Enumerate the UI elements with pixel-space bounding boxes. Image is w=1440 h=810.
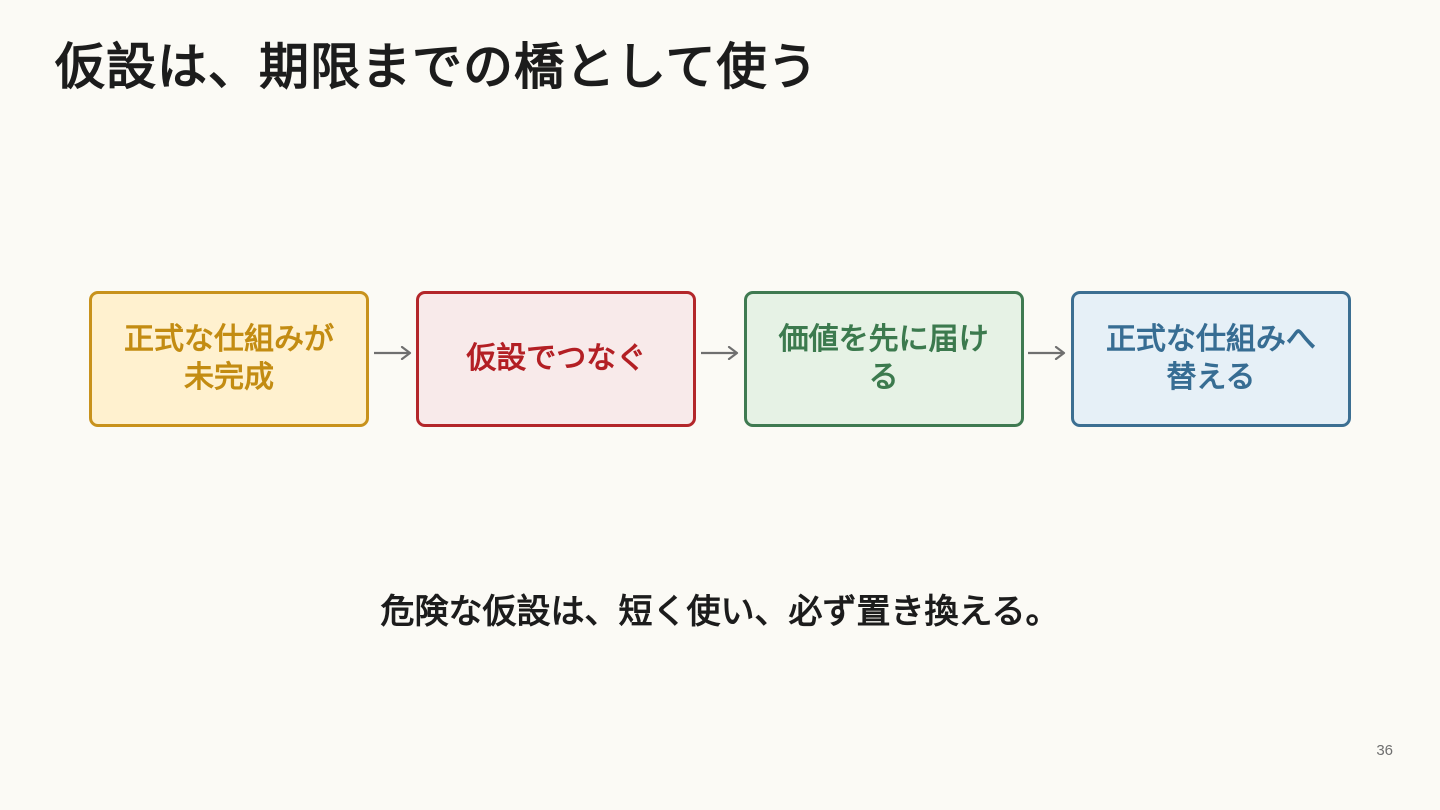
right-arrow-icon xyxy=(369,285,416,421)
arrow-shape xyxy=(373,346,411,360)
summary-statement: 危険な仮設は、短く使い、必ず置き換える。 xyxy=(380,592,1060,632)
step-label: 仮設でつなぐ xyxy=(466,341,647,376)
step-box-replace-formal: 正式な仕組みへ替える xyxy=(1070,291,1351,427)
step-box-informal-incomplete: 正式な仕組みが未完成 xyxy=(89,291,369,427)
page-number: 36 xyxy=(1376,742,1393,759)
process-flow: 正式な仕組みが未完成 仮設でつなぐ 価値を先に届ける 正式な仕組みへ替える xyxy=(89,291,1351,427)
right-arrow-icon xyxy=(1024,285,1071,421)
step-box-deliver-value: 価値を先に届ける xyxy=(743,291,1024,427)
arrow-shape xyxy=(1028,346,1066,360)
step-label: 正式な仕組みが未完成 xyxy=(124,322,334,395)
step-label: 正式な仕組みへ替える xyxy=(1105,322,1316,395)
arrow-shape xyxy=(700,346,739,360)
step-box-temporary-connection: 仮設でつなぐ xyxy=(416,291,697,427)
slide-title: 仮設は、期限までの橋として使う xyxy=(55,38,819,96)
right-arrow-icon xyxy=(696,285,743,421)
step-label: 価値を先に届ける xyxy=(778,322,989,395)
